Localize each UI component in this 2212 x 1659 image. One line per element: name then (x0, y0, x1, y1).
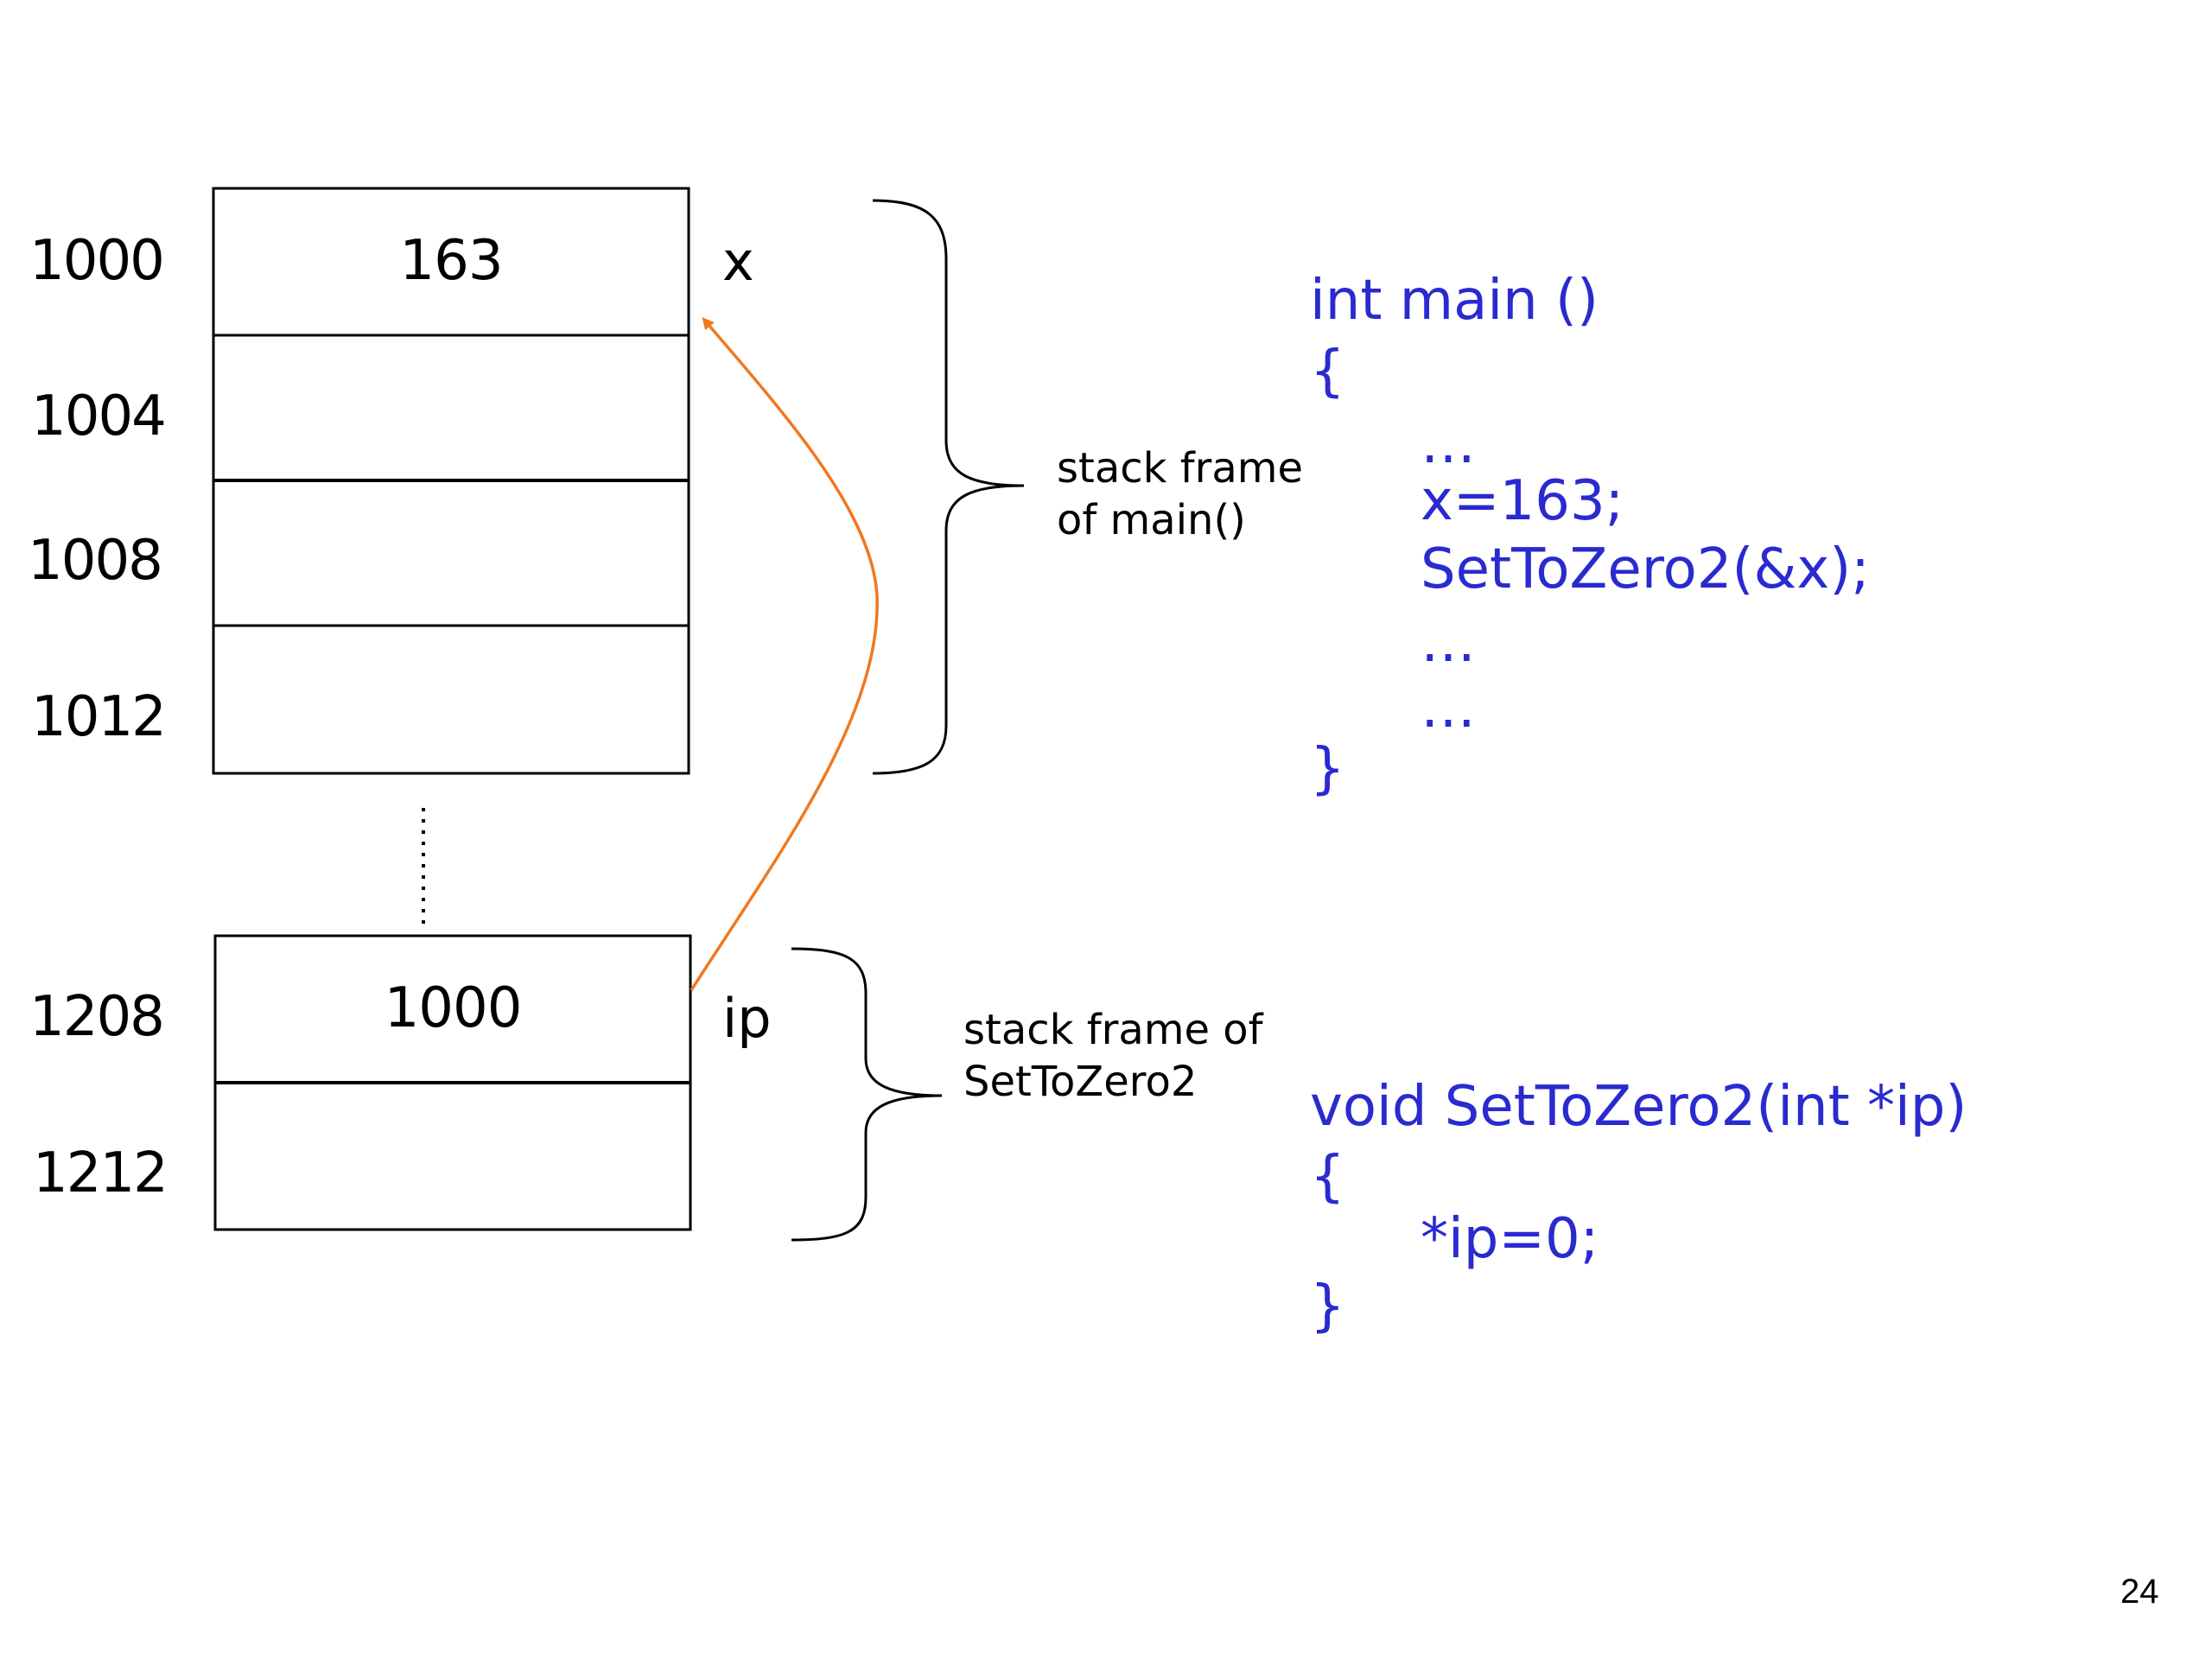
address-label: 1000 (29, 229, 165, 293)
code-main-line: x=163; (1421, 469, 1624, 533)
main-frame-brace (872, 199, 1025, 775)
main-frame-label: stack frame of main() (1057, 442, 1303, 546)
address-label: 1004 (31, 385, 167, 448)
code-main-line: … (1421, 412, 1476, 476)
code-main-close-brace: } (1310, 737, 1345, 801)
variable-name-ip: ip (722, 987, 772, 1050)
callee-frame-label-line: stack frame of (963, 1006, 1263, 1054)
main-frame-box (212, 187, 690, 775)
main-frame-label-line: of main() (1057, 496, 1246, 544)
code-settozero-line: *ip=0; (1421, 1207, 1599, 1271)
code-settozero-open-brace: { (1310, 1145, 1345, 1209)
code-main-open-brace: { (1310, 340, 1345, 404)
code-main-line: … (1421, 677, 1476, 741)
address-label: 1008 (28, 529, 163, 593)
callee-frame-box (213, 934, 692, 1231)
callee-frame-brace (791, 947, 943, 1242)
code-main-signature: int main () (1310, 269, 1599, 333)
slide-number: 24 (2120, 1573, 2159, 1611)
memory-cell-value: 1000 (384, 976, 523, 1040)
code-main-line: … (1421, 611, 1476, 675)
pointer-arrow (690, 316, 879, 991)
main-frame-label-line: stack frame (1057, 444, 1304, 493)
address-label: 1212 (33, 1141, 168, 1205)
address-label: 1012 (31, 685, 167, 749)
code-settozero-close-brace: } (1310, 1274, 1345, 1338)
callee-frame-label: stack frame of SetToZero2 (963, 1004, 1263, 1108)
code-settozero-signature: void SetToZero2(int *ip) (1310, 1075, 1967, 1139)
memory-cell-value: 163 (399, 229, 503, 293)
address-label: 1208 (29, 985, 165, 1049)
code-main-line: SetToZero2(&x); (1421, 537, 1870, 601)
variable-name-x: x (722, 230, 754, 293)
callee-frame-label-line: SetToZero2 (963, 1058, 1198, 1106)
